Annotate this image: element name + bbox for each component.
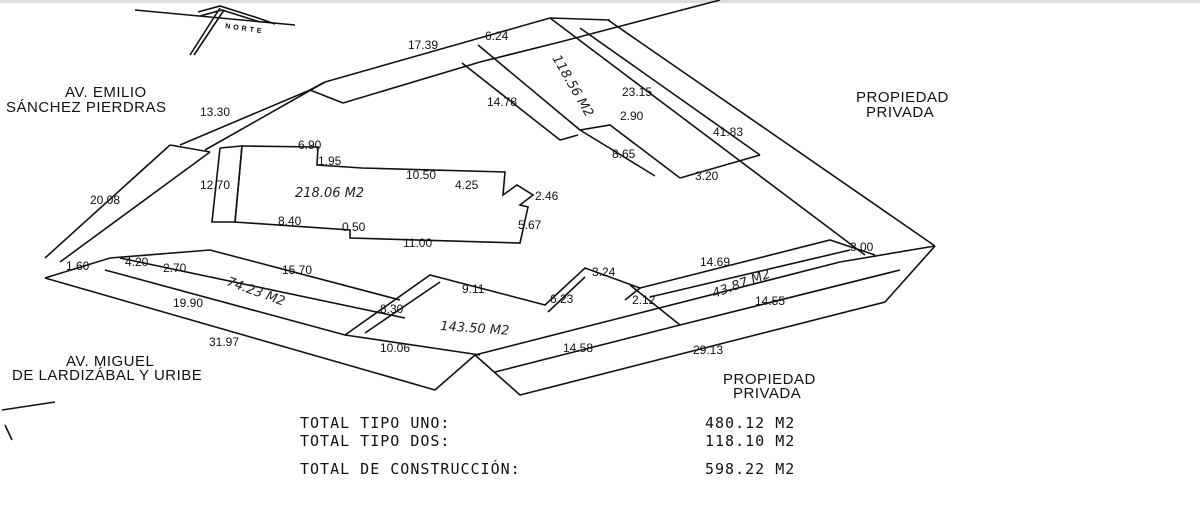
dimension-label: 6.23: [550, 292, 574, 306]
dimension-label: 12.70: [200, 178, 230, 192]
dimension-label: 1.95: [318, 154, 342, 168]
dimension-label: 13.30: [200, 105, 230, 119]
dimension-label: 3.00: [850, 240, 874, 254]
dimension-label: 6.24: [485, 29, 509, 43]
dimension-label: 2.46: [535, 189, 559, 203]
total-label: TOTAL TIPO DOS:: [300, 432, 451, 450]
dimension-label: 17.39: [408, 38, 438, 52]
dimension-label: 2.12: [632, 293, 656, 307]
area-label-main-building: 218.06 M2: [295, 186, 364, 201]
north-arrow-icon: NORTE: [134, 5, 296, 56]
dimension-label: 41.83: [713, 125, 743, 139]
dimension-label: 0.50: [342, 220, 366, 234]
dimension-label: 8.40: [278, 214, 302, 228]
dimension-label: 31.97: [209, 335, 239, 349]
dimension-label: 5.67: [518, 218, 542, 232]
dimension-label: 8.65: [612, 147, 636, 161]
total-value: 118.10 M2: [705, 432, 796, 450]
dimension-labels: 17.39 6.24 13.30 14.78 23.15 2.90 41.83 …: [66, 29, 874, 357]
dimension-label: 14.69: [700, 255, 730, 269]
dimension-label: 20.08: [90, 193, 120, 207]
total-label: TOTAL TIPO UNO:: [300, 414, 451, 432]
dimension-label: 11.00: [403, 236, 432, 250]
top-border: [0, 0, 1200, 3]
total-value: 480.12 M2: [705, 414, 796, 432]
dimension-label: 2.90: [620, 109, 644, 123]
total-value: 598.22 M2: [705, 460, 796, 478]
dimension-label: 4.20: [125, 255, 149, 269]
street-label-line: AV. EMILIO: [65, 84, 147, 101]
dimension-label: 14.58: [563, 341, 593, 355]
dimension-label: 29.13: [693, 343, 723, 357]
north-label: NORTE: [225, 23, 265, 35]
dimension-label: 19.90: [173, 296, 203, 310]
partial-mark: [1, 401, 56, 441]
dimension-label: 14.78: [487, 95, 517, 109]
neighbor-label-line: PROPIEDAD: [856, 89, 949, 106]
dimension-label: 10.50: [406, 168, 436, 182]
dimension-label: 14.55: [755, 294, 785, 308]
dimension-label: 2.70: [163, 261, 187, 275]
dimension-label: 10.06: [380, 341, 410, 355]
street-label-line: AV. MIGUEL: [66, 353, 154, 370]
neighbor-label-line: PROPIEDAD: [723, 371, 816, 388]
site-outline: [44, 0, 936, 396]
dimension-label: 3.20: [695, 169, 719, 183]
dimension-label: 1.60: [66, 259, 90, 273]
neighbor-label-line: PRIVADA: [866, 104, 934, 121]
dimension-label: 23.15: [622, 85, 652, 99]
area-label-south-building: 143.50 M2: [440, 319, 510, 339]
dimension-label: 9.11: [462, 282, 485, 296]
dimension-label: 4.25: [455, 178, 479, 192]
street-label-line: DE LARDIZÁBAL Y URIBE: [12, 367, 202, 384]
total-label: TOTAL DE CONSTRUCCIÓN:: [300, 460, 521, 478]
dimension-label: 15.70: [282, 263, 312, 277]
dimension-label: 6.90: [298, 138, 322, 152]
dimension-label: 3.24: [592, 265, 616, 279]
dimension-label: 8.30: [380, 302, 404, 316]
neighbor-label-line: PRIVADA: [733, 385, 801, 402]
street-label-line: SÁNCHEZ PIERDRAS: [6, 99, 167, 116]
